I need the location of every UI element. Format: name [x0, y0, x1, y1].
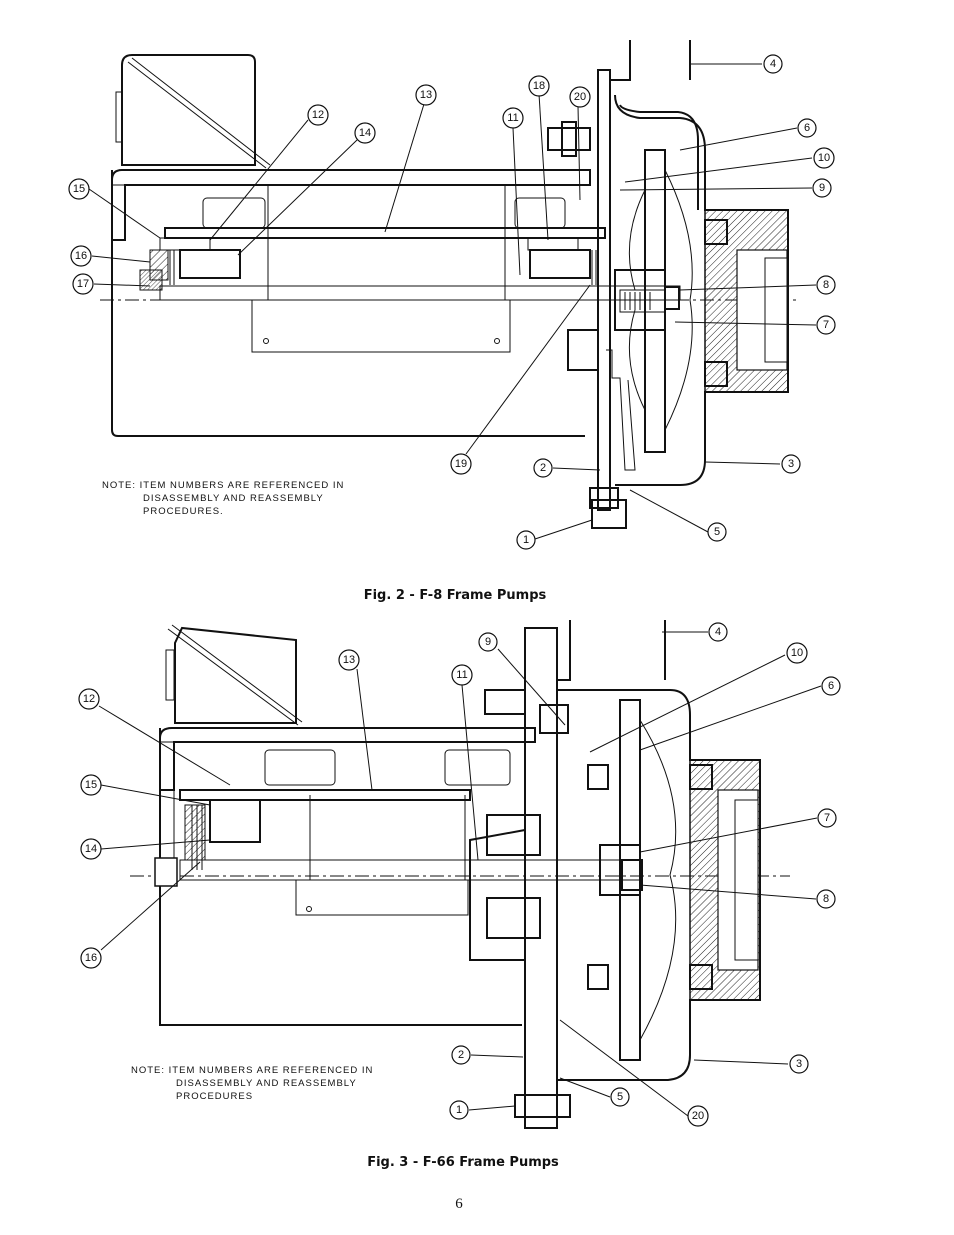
- callout-20-fig3: 20: [687, 1105, 709, 1127]
- svg-text:6: 6: [804, 122, 810, 134]
- svg-text:8: 8: [823, 893, 829, 905]
- svg-text:14: 14: [359, 127, 371, 139]
- svg-text:9: 9: [485, 636, 491, 648]
- svg-text:3: 3: [796, 1058, 802, 1070]
- svg-text:3: 3: [788, 458, 794, 470]
- svg-text:8: 8: [823, 279, 829, 291]
- svg-text:13: 13: [420, 89, 432, 101]
- page-number: 6: [455, 1196, 463, 1212]
- callout-7-fig2: 7: [816, 315, 836, 335]
- callout-5-fig3: 5: [610, 1087, 630, 1107]
- svg-text:20: 20: [692, 1110, 704, 1122]
- svg-text:17: 17: [77, 278, 89, 290]
- svg-text:5: 5: [714, 526, 720, 538]
- callout-9-fig3: 9: [478, 632, 498, 652]
- callout-12-fig3: 12: [78, 688, 100, 710]
- callout-7-fig3: 7: [817, 808, 837, 828]
- svg-text:10: 10: [818, 152, 830, 164]
- note-line-2-fig2: DISASSEMBLY AND REASSEMBLY: [143, 493, 324, 504]
- callout-1-fig3: 1: [449, 1100, 469, 1120]
- figure-3-drawing: [130, 620, 790, 1129]
- figure-3-caption: Fig. 3 - F-66 Frame Pumps: [367, 1155, 559, 1170]
- motor-housing-fig2: [111, 169, 591, 437]
- callout-20-fig2: 20: [569, 86, 591, 108]
- svg-text:16: 16: [75, 250, 87, 262]
- svg-text:15: 15: [73, 183, 85, 195]
- svg-text:12: 12: [83, 693, 95, 705]
- callout-12-fig2: 12: [307, 104, 329, 126]
- svg-text:4: 4: [770, 58, 776, 70]
- callout-19-fig2: 19: [450, 453, 472, 475]
- callout-11-fig2: 11: [502, 107, 524, 129]
- svg-text:2: 2: [458, 1049, 464, 1061]
- callout-8-fig3: 8: [816, 889, 836, 909]
- svg-text:20: 20: [574, 91, 586, 103]
- svg-text:11: 11: [456, 669, 467, 681]
- callout-6-fig3: 6: [821, 676, 841, 696]
- rotor-shaft-fig3: [130, 789, 790, 887]
- motor-housing-fig3: [159, 727, 536, 1026]
- callout-5-fig2: 5: [707, 522, 727, 542]
- leaders-fig3: [98, 631, 822, 1117]
- svg-text:6: 6: [828, 680, 834, 692]
- note-line-3-fig2: PROCEDURES.: [143, 506, 224, 517]
- svg-text:18: 18: [533, 80, 545, 92]
- note-line-3-fig3: PROCEDURES: [176, 1091, 253, 1102]
- callout-3-fig2: 3: [781, 454, 801, 474]
- svg-text:1: 1: [523, 534, 529, 546]
- junction-box-fig3: [165, 624, 303, 726]
- callout-14-fig3: 14: [80, 838, 102, 860]
- svg-text:15: 15: [85, 779, 97, 791]
- svg-text:11: 11: [507, 112, 518, 124]
- callout-17-fig2: 17: [72, 273, 94, 295]
- callout-4-fig3: 4: [708, 622, 728, 642]
- callout-18-fig2: 18: [528, 75, 550, 97]
- svg-text:12: 12: [312, 109, 324, 121]
- svg-text:13: 13: [343, 654, 355, 666]
- svg-text:2: 2: [540, 462, 546, 474]
- svg-text:9: 9: [819, 182, 825, 194]
- svg-text:1: 1: [456, 1104, 462, 1116]
- figure-2-caption: Fig. 2 - F-8 Frame Pumps: [364, 588, 547, 603]
- callout-1-fig2: 1: [516, 530, 536, 550]
- callout-10-fig3: 10: [786, 642, 808, 664]
- leaders-fig2: [88, 63, 817, 541]
- svg-text:4: 4: [715, 626, 721, 638]
- callout-15-fig3: 15: [80, 774, 102, 796]
- svg-text:19: 19: [455, 458, 467, 470]
- note-line-1-fig2: NOTE: ITEM NUMBERS ARE REFERENCED IN: [102, 480, 344, 491]
- callout-16-fig3: 16: [80, 947, 102, 969]
- svg-text:5: 5: [617, 1091, 623, 1103]
- callout-8-fig2: 8: [816, 275, 836, 295]
- callout-10-fig2: 10: [813, 147, 835, 169]
- svg-text:7: 7: [824, 812, 830, 824]
- note-line-1-fig3: NOTE: ITEM NUMBERS ARE REFERENCED IN: [131, 1065, 373, 1076]
- callout-4-fig2: 4: [763, 54, 783, 74]
- svg-text:10: 10: [791, 647, 803, 659]
- svg-text:14: 14: [85, 843, 97, 855]
- callout-13-fig2: 13: [415, 84, 437, 106]
- figure-2-drawing: [100, 40, 800, 529]
- callout-2-fig3: 2: [451, 1045, 471, 1065]
- note-line-2-fig3: DISASSEMBLY AND REASSEMBLY: [176, 1078, 357, 1089]
- callout-16-fig2: 16: [70, 245, 92, 267]
- callout-14-fig2: 14: [354, 122, 376, 144]
- callout-6-fig2: 6: [797, 118, 817, 138]
- pump-casing-fig3: [469, 620, 761, 1129]
- callout-13-fig3: 13: [338, 649, 360, 671]
- callout-9-fig2: 9: [812, 178, 832, 198]
- callout-15-fig2: 15: [68, 178, 90, 200]
- callout-2-fig2: 2: [533, 458, 553, 478]
- svg-text:7: 7: [823, 319, 829, 331]
- junction-box-fig2: [115, 54, 271, 169]
- pump-casing-fig2: [547, 40, 789, 529]
- callout-11-fig3: 11: [451, 664, 473, 686]
- svg-text:16: 16: [85, 952, 97, 964]
- callout-3-fig3: 3: [789, 1054, 809, 1074]
